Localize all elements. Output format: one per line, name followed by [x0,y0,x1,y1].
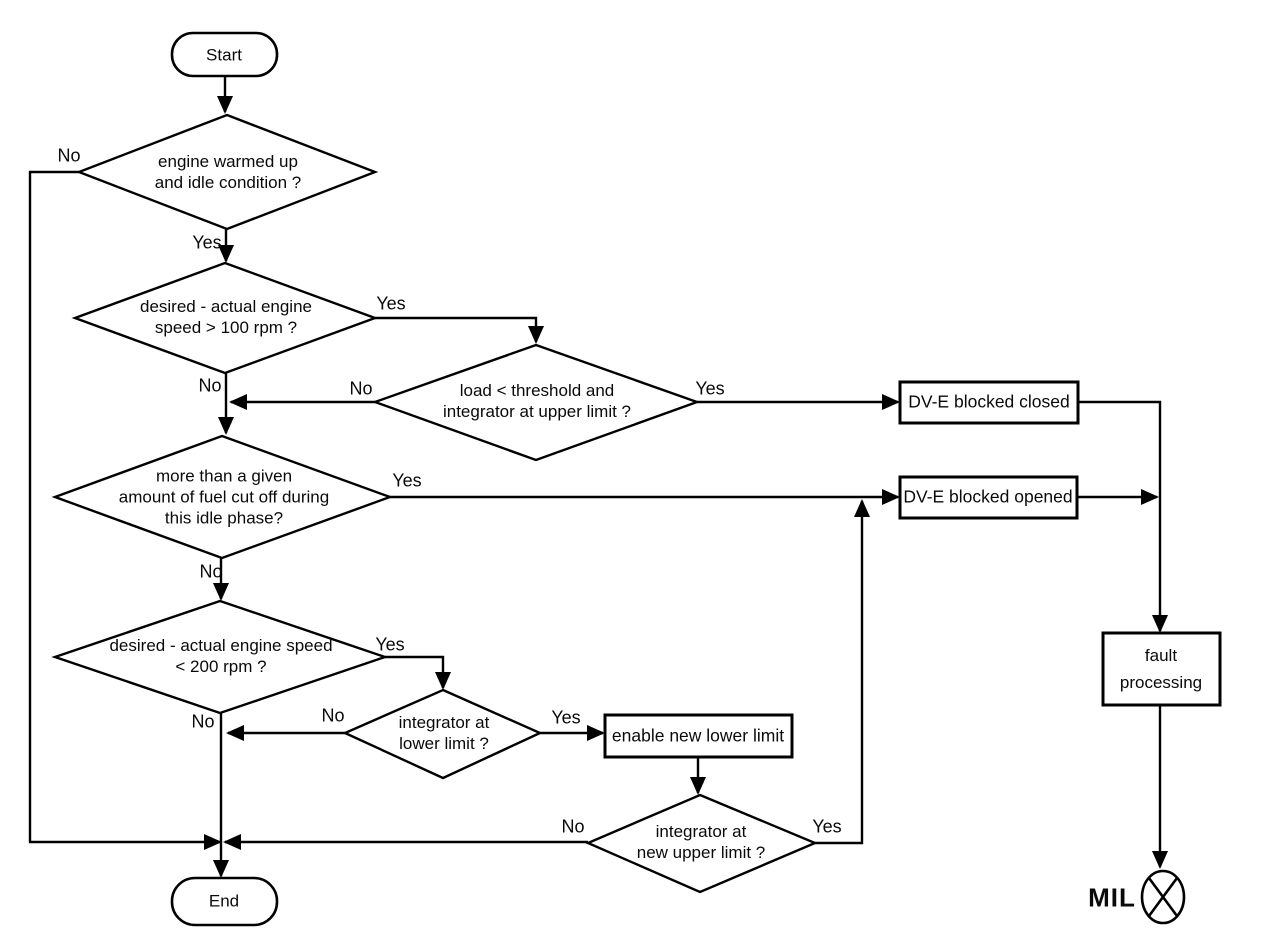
start-terminator-shape [170,31,279,78]
end-label: End [208,891,240,911]
edge-s100-yes [375,316,544,344]
decision-speed-gt-100-shape [71,261,379,375]
decision-load-threshold-label: load < threshold and integrator at upper… [442,381,632,421]
edge-label-fuel-yes: Yes [392,470,422,491]
edge-label-s100-no: No [198,375,222,396]
decision-speed-gt-100-label: desired - actual engine speed > 100 rpm … [139,297,313,337]
edge-label-lower-yes: Yes [551,707,581,728]
edge-s200-yes [385,655,451,690]
process-fault-processing-label: fault processing [1119,646,1203,692]
mil-label: MIL [1088,882,1136,913]
edge-label-s200-yes: Yes [375,634,405,655]
decision-engine-warm-label: engine warmed up and idle condition ? [154,152,302,192]
decision-integrator-new-upper-label: integrator at new upper limit ? [636,822,766,862]
edge-label-load-no: No [349,378,373,399]
process-enable-lower-limit-shape [603,713,794,759]
end-terminator-shape [170,876,279,927]
edge-label-upper-no: No [561,816,585,837]
process-enable-lower-limit-label: enable new lower limit [611,725,785,746]
decision-fuel-cut-off-shape [51,434,394,560]
decision-fuel-cut-off-label: more than a given amount of fuel cut off… [118,466,330,528]
process-fault-processing-shape [1101,631,1222,707]
edge-label-lower-no: No [321,705,345,726]
edge-label-warm-no: No [57,145,81,166]
edge-label-load-yes: Yes [695,378,725,399]
process-dve-blocked-closed-shape [898,380,1080,425]
edge-upper-yes [815,499,870,845]
decision-integrator-lower-shape [342,688,543,780]
start-label: Start [206,45,242,65]
decision-integrator-new-upper-shape [584,793,819,894]
edge-closed-to-fault [1078,400,1168,633]
edge-label-upper-yes: Yes [812,816,842,837]
decision-speed-lt-200-shape [51,599,389,715]
process-dve-blocked-closed-label: DV-E blocked closed [908,391,1070,412]
decision-integrator-lower-label: integrator at lower limit ? [398,713,490,753]
edge-warm-no-loop [28,170,222,850]
decision-load-threshold-shape [371,343,701,462]
edge-label-fuel-no: No [199,561,223,582]
decision-engine-warm-shape [75,113,379,231]
process-dve-blocked-opened-shape [898,475,1079,520]
process-dve-blocked-opened-label: DV-E blocked opened [903,486,1073,507]
edge-label-warm-yes: Yes [192,232,222,253]
decision-speed-lt-200-label: desired - actual engine speed < 200 rpm … [109,636,333,676]
edge-label-s100-yes: Yes [376,293,406,314]
mil-lamp-cross-2 [1147,877,1179,917]
edge-label-s200-no: No [191,711,215,732]
